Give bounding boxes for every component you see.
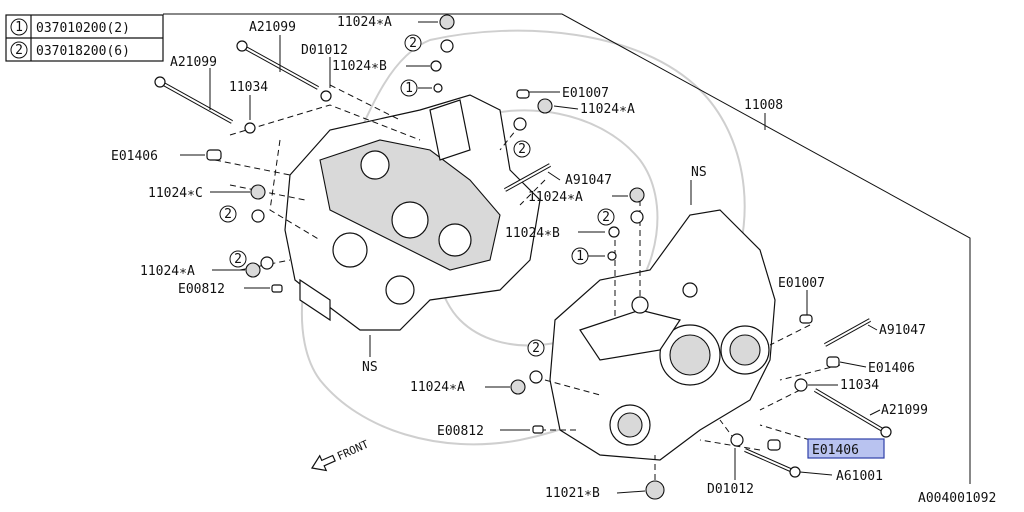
label-a91047-top: A91047 — [565, 173, 612, 188]
callout-2: 2 — [518, 142, 526, 157]
label-a21099-right: A21099 — [881, 403, 928, 418]
callout-1: 1 — [405, 81, 413, 96]
label-e01406-left: E01406 — [111, 149, 158, 164]
label-11024b-top: 11024∗B — [332, 59, 387, 74]
label-11024a-bottom: 11024∗A — [410, 380, 465, 395]
alignment-lines — [214, 84, 841, 480]
label-a91047-right: A91047 — [879, 323, 926, 338]
label-11008: 11008 — [744, 98, 783, 113]
callout-2: 2 — [224, 207, 232, 222]
label-e01406-highlight[interactable]: E01406 — [812, 443, 859, 458]
callout-markers: 2 1 2 2 2 2 1 2 — [219, 34, 615, 357]
label-d01012-top: D01012 — [301, 43, 348, 58]
label-11024c: 11024∗C — [148, 186, 203, 201]
label-a21099-left: A21099 — [170, 55, 217, 70]
legend-code-2: 037018200(6) — [36, 44, 130, 59]
callout-2: 2 — [532, 341, 540, 356]
label-e01007-top: E01007 — [562, 86, 609, 101]
label-11021b: 11021∗B — [545, 486, 600, 501]
front-arrow: FRONT — [311, 438, 371, 472]
callout-2: 2 — [409, 36, 417, 51]
highlight-box — [807, 438, 885, 459]
legend-num-2: 2 — [15, 43, 23, 58]
label-e00812-bottom: E00812 — [437, 424, 484, 439]
left-crankcase — [284, 94, 541, 331]
label-11024b-mid: 11024∗B — [505, 226, 560, 241]
legend-code-1: 037010200(2) — [36, 21, 130, 36]
label-ns-bottom: NS — [362, 360, 378, 375]
label-d01012-bottom: D01012 — [707, 482, 754, 497]
callout-2: 2 — [234, 252, 242, 267]
callout-1: 1 — [576, 249, 584, 264]
label-11034-right: 11034 — [840, 378, 879, 393]
legend-num-1: 1 — [15, 20, 23, 35]
legend-table: 1 037010200(2) 2 037018200(6) — [5, 14, 164, 62]
part-labels: A21099 11024∗A D01012 11024∗B A21099 110… — [111, 15, 996, 506]
leader-lines — [180, 21, 881, 494]
label-e01007-right: E01007 — [778, 276, 825, 291]
label-e00812-left: E00812 — [178, 282, 225, 297]
label-ns-top: NS — [691, 165, 707, 180]
label-diagram-id: A004001092 — [918, 491, 996, 506]
label-e01406-right: E01406 — [868, 361, 915, 376]
right-crankcase — [549, 209, 776, 461]
label-11024a-mid: 11024∗A — [528, 190, 583, 205]
front-label: FRONT — [335, 438, 371, 463]
assembly-frame — [163, 13, 971, 484]
callout-2: 2 — [602, 210, 610, 225]
label-a61001: A61001 — [836, 469, 883, 484]
fastener-parts — [154, 14, 892, 500]
label-a21099-top: A21099 — [249, 20, 296, 35]
label-11024a-upper-right: 11024∗A — [580, 102, 635, 117]
label-11024a-top: 11024∗A — [337, 15, 392, 30]
label-11024a-left: 11024∗A — [140, 264, 195, 279]
label-11034-left: 11034 — [229, 80, 268, 95]
